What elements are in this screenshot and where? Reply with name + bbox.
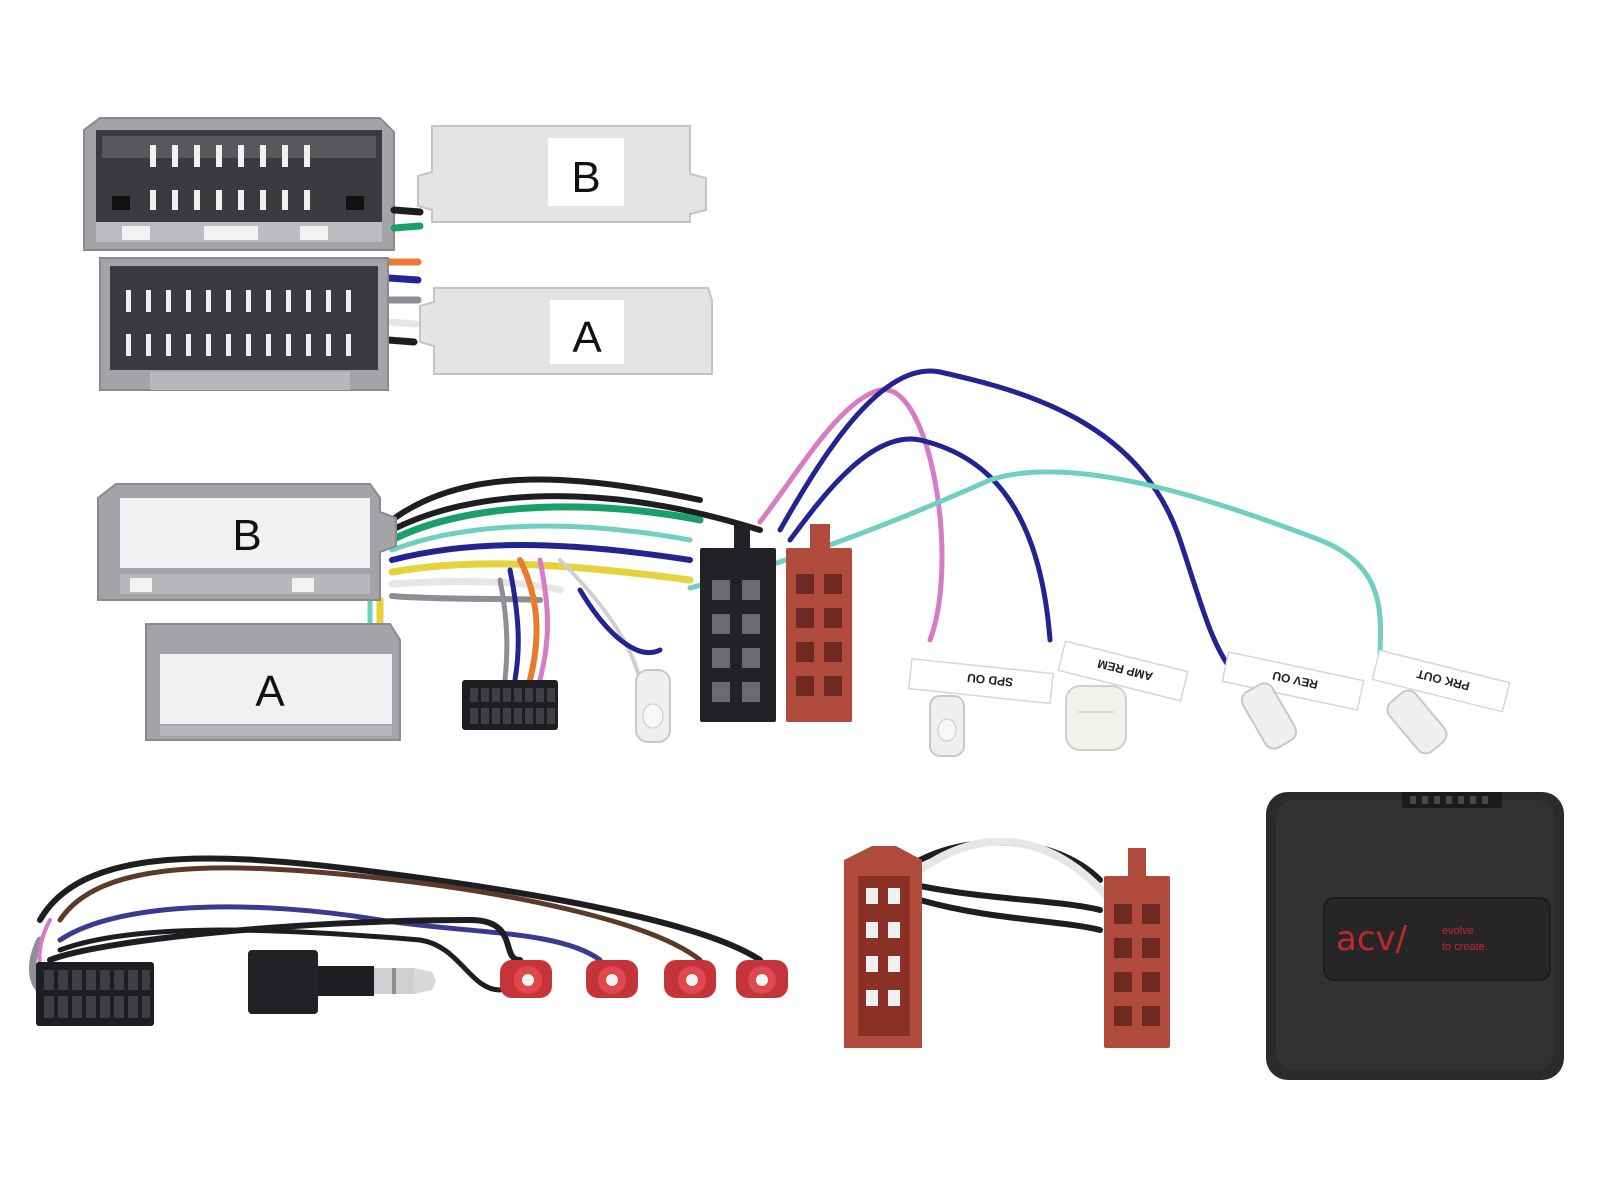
iso-connector-brown <box>786 524 852 722</box>
iso-adapter-female <box>844 846 922 1048</box>
top-connector-b-socket: B <box>417 125 707 223</box>
harness-connector-a: A <box>145 623 401 741</box>
top-connector-a-socket: A <box>419 287 713 375</box>
wire-tag-rev-out: REV OU <box>1221 651 1365 750</box>
bottom-cable-wires <box>29 855 763 994</box>
jack-plug-3-5mm <box>248 950 436 1014</box>
wire-tag-prk-out: PRK OUT <box>1371 649 1511 755</box>
interface-module: acv/ evolve to create. <box>1266 792 1564 1080</box>
harness-wires <box>367 368 1383 683</box>
top-wire-stubs <box>384 206 424 346</box>
iso-adapter-male <box>1104 848 1170 1048</box>
wire-tag-spd-out: SPD OU <box>907 657 1054 757</box>
harness-clear-terminal <box>635 669 671 743</box>
top-connector-a-label: A <box>572 313 602 362</box>
module-tagline-2: to create. <box>1442 941 1488 953</box>
top-connector-b-plug <box>83 117 395 251</box>
iso-connector-black <box>700 524 776 722</box>
wire-tag-amp-rem: AMP REM <box>1057 640 1189 751</box>
top-connector-b-label: B <box>571 153 600 202</box>
harness-connector-b-label: B <box>232 511 261 560</box>
top-connector-a-plug <box>99 257 389 391</box>
harness-16pin-plug <box>462 680 558 730</box>
bottom-16pin-plug <box>36 962 154 1026</box>
iso-adapter-wires <box>916 837 1114 933</box>
wire-tag-spd-out-text: SPD OU <box>966 671 1013 690</box>
module-logo: acv/ <box>1336 919 1408 959</box>
module-tagline-1: evolve <box>1442 925 1474 937</box>
red-terminals <box>500 960 788 998</box>
harness-connector-b: B <box>97 483 397 601</box>
harness-connector-a-label: A <box>255 667 285 716</box>
